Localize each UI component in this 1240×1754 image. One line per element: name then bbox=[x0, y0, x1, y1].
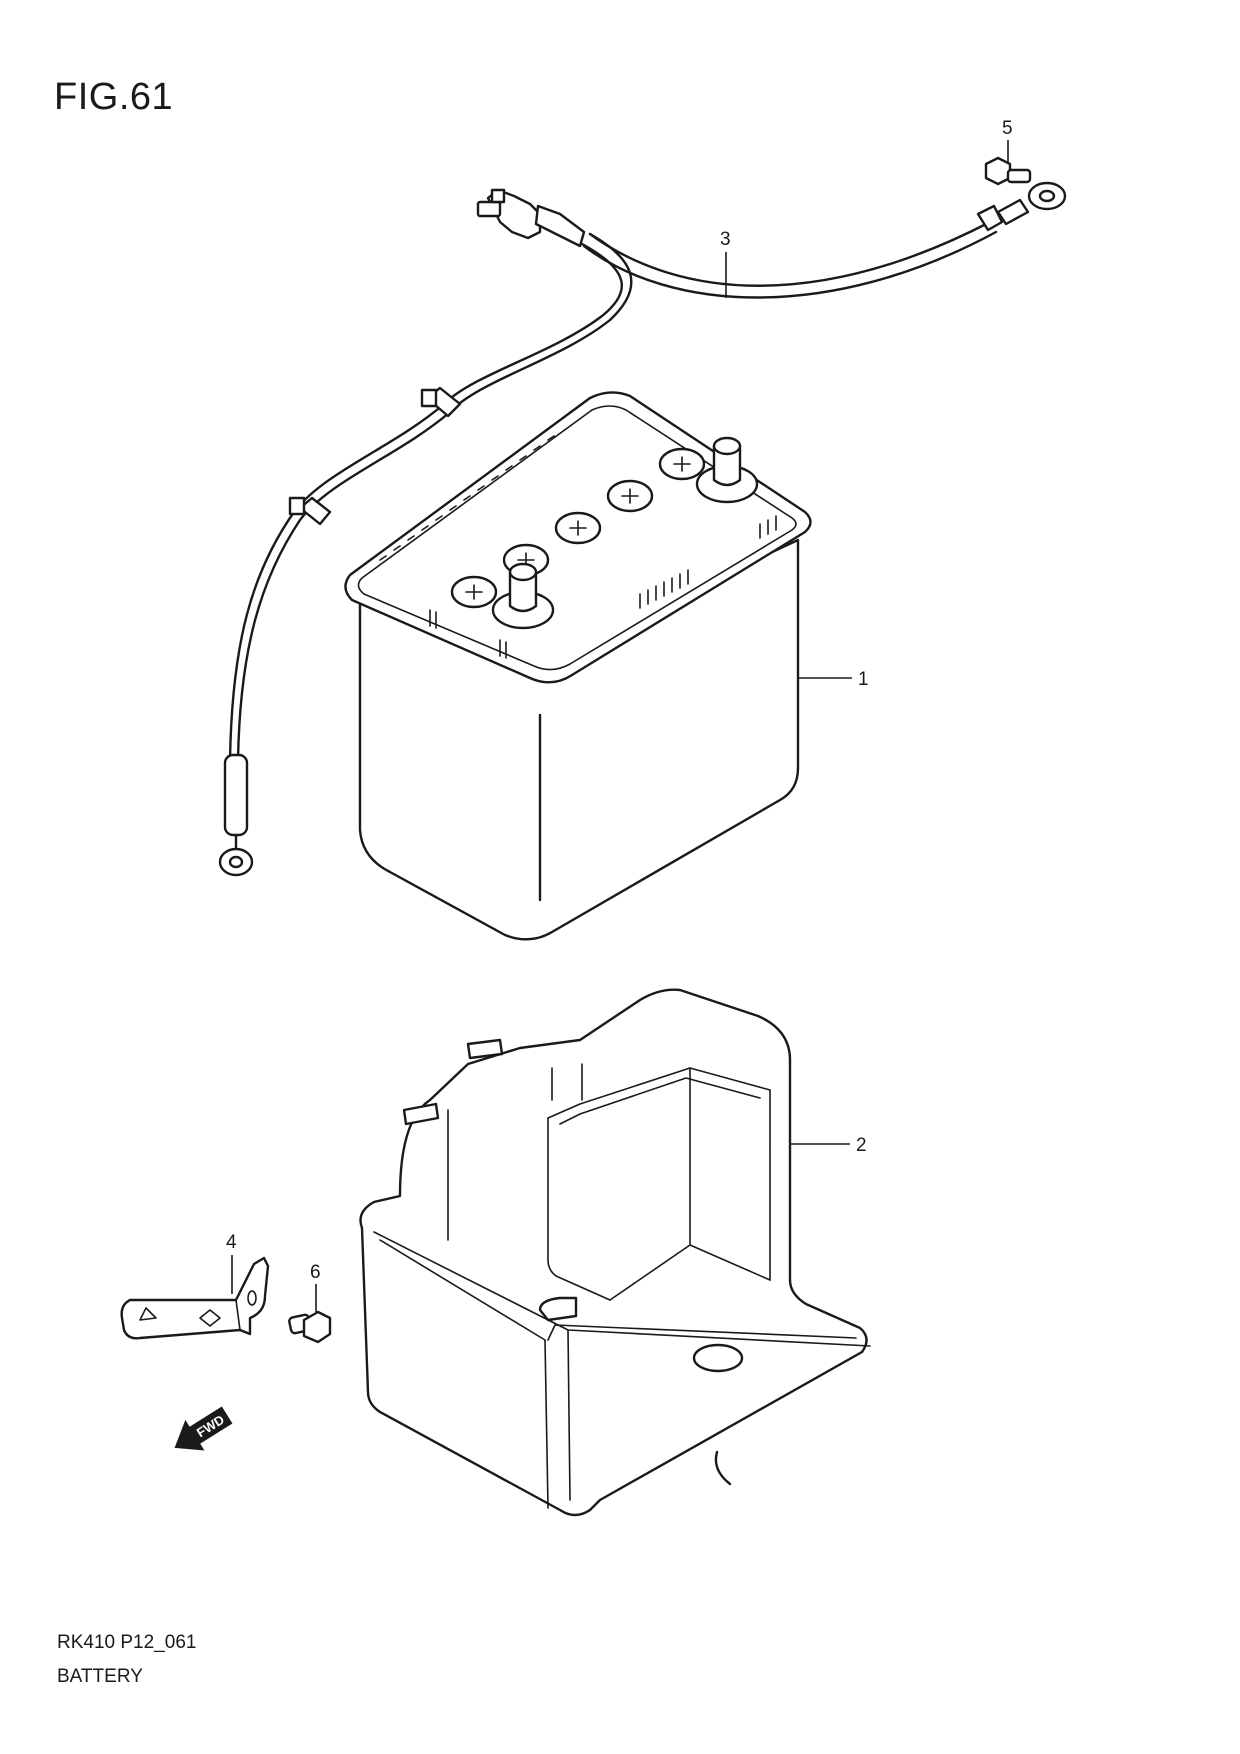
callout-label-2: 2 bbox=[856, 1135, 867, 1156]
bracket-part-4 bbox=[120, 1256, 270, 1340]
callout-2: 2 bbox=[790, 1135, 867, 1156]
callout-6: 6 bbox=[310, 1262, 321, 1312]
battery-tray bbox=[359, 988, 871, 1517]
negative-terminal bbox=[491, 562, 555, 630]
section-name: BATTERY bbox=[57, 1666, 143, 1687]
model-code: RK410 P12_061 bbox=[57, 1632, 197, 1653]
callout-label-4: 4 bbox=[226, 1232, 237, 1253]
callout-1: 1 bbox=[798, 669, 869, 690]
callout-5: 5 bbox=[1002, 118, 1013, 162]
bolt-part-5 bbox=[984, 156, 1032, 186]
positive-terminal bbox=[695, 436, 759, 504]
bolt-part-6 bbox=[288, 1310, 332, 1344]
figure-title: FIG.61 bbox=[54, 76, 174, 118]
callout-label-5: 5 bbox=[1002, 118, 1013, 139]
callout-3: 3 bbox=[720, 229, 731, 298]
fwd-arrow-icon: FWD bbox=[174, 1406, 233, 1451]
callout-label-6: 6 bbox=[310, 1262, 321, 1283]
callout-label-1: 1 bbox=[858, 669, 869, 690]
callout-label-3: 3 bbox=[720, 229, 731, 250]
battery-cable bbox=[218, 181, 1067, 877]
callout-4: 4 bbox=[226, 1232, 237, 1294]
battery bbox=[344, 391, 812, 941]
